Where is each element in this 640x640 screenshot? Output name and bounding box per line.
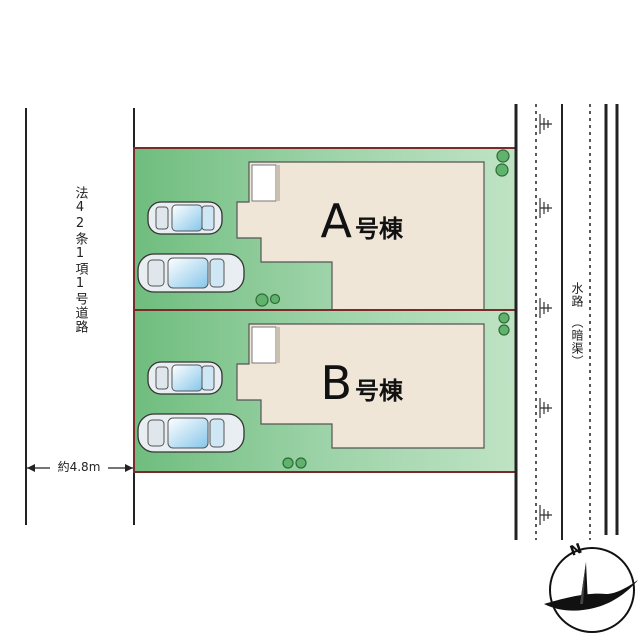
waterway-sublabel: （暗渠） bbox=[570, 316, 584, 368]
road-width-dimension: 約4.8m bbox=[27, 458, 133, 474]
tree-icon bbox=[496, 149, 510, 163]
car-icon bbox=[137, 413, 245, 453]
tree-icon bbox=[282, 457, 294, 469]
car-icon bbox=[137, 253, 245, 293]
compass-north-icon: N bbox=[544, 541, 638, 633]
road-label: 法42条1項1号道路 bbox=[73, 186, 89, 334]
tree-icon bbox=[269, 293, 281, 305]
tree-icon bbox=[498, 324, 510, 336]
tree-icon bbox=[495, 163, 509, 177]
waterway-label: 水路 bbox=[570, 282, 584, 308]
tree-icon bbox=[255, 293, 269, 307]
road-width-label: 約4.8m bbox=[58, 459, 101, 474]
car-icon bbox=[147, 361, 223, 395]
building-b-footprint bbox=[236, 323, 485, 449]
building-a-letter: A bbox=[321, 194, 353, 248]
tree-icon bbox=[295, 457, 307, 469]
building-a-footprint bbox=[236, 161, 485, 311]
car-icon bbox=[147, 201, 223, 235]
building-b-letter: B bbox=[320, 356, 352, 410]
building-b-suffix: 号棟 bbox=[355, 377, 404, 405]
building-a-suffix: 号棟 bbox=[355, 215, 404, 243]
compass-label: N bbox=[568, 541, 584, 560]
tree-icon bbox=[498, 312, 510, 324]
waterway: 水路 （暗渠） bbox=[514, 104, 619, 540]
